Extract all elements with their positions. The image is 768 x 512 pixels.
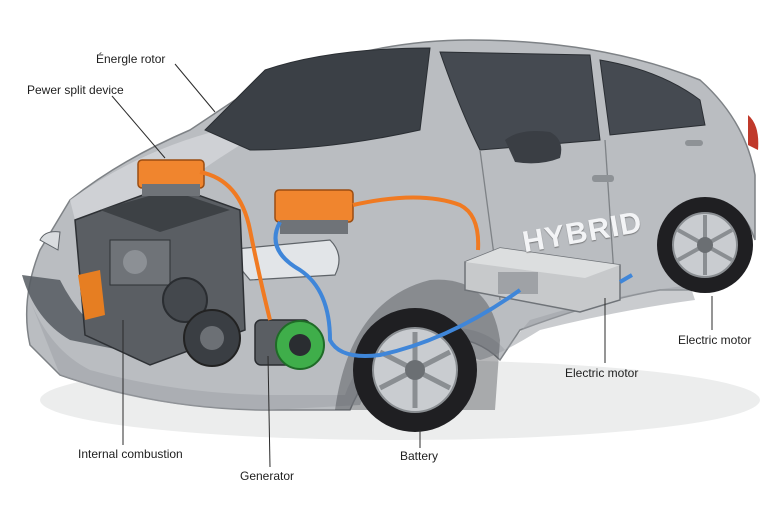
windshield (204, 47, 431, 151)
inverter-top (137, 159, 205, 196)
engine-block (74, 184, 246, 367)
callout-electric-motor-right: Electric motor (678, 333, 752, 347)
orange-cable-2 (352, 195, 481, 251)
callout-internal-combustion: Internal combustion (78, 447, 183, 461)
orange-cable (199, 170, 272, 321)
door-handle-front (592, 175, 614, 182)
blue-cable-2 (618, 273, 634, 284)
callout-electric-motor-center: Electric motor (565, 366, 639, 380)
side-window-rear (599, 59, 706, 136)
leader-lines (111, 63, 713, 468)
callout-generator: Generator (240, 469, 295, 483)
callout-power-split-device: Pewer split device (27, 83, 124, 97)
door-handle-rear (685, 140, 703, 146)
blue-cable (273, 221, 522, 358)
callout-energic-rotor: Énergle rotor (96, 52, 166, 66)
front-hub (405, 360, 425, 380)
inverter-middle (274, 189, 354, 234)
battery-pack (464, 247, 621, 313)
generator-unit (254, 319, 325, 370)
side-mirror (505, 131, 562, 164)
tail-light (748, 115, 759, 150)
callout-battery: Battery (400, 449, 439, 463)
fog-light (39, 231, 61, 251)
rear-hub (697, 237, 713, 253)
